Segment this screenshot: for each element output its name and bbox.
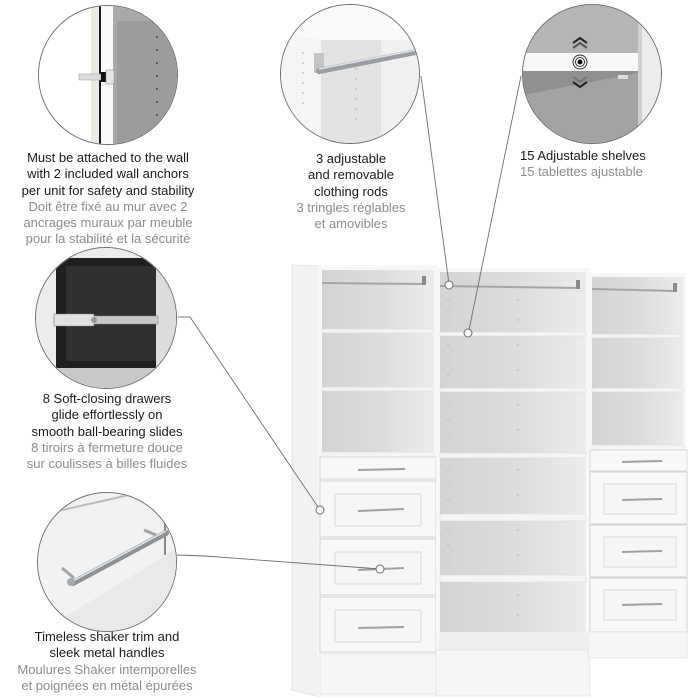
caption-en-line: and removable <box>308 167 394 183</box>
caption-fr-line: ancrages muraux par meuble <box>23 215 193 231</box>
caption-en-line: sleek metal handles <box>49 645 165 661</box>
caption-en-line: per unit for safety and stability <box>21 182 195 198</box>
feature-caption-adjustable-shelves: 15 Adjustable shelves 15 tablettes ajust… <box>520 148 670 181</box>
callout-dot-shelf <box>463 328 473 338</box>
callout-dot-drawer <box>315 505 325 515</box>
caption-fr-line: Doit être fixé au mur avec 2 <box>28 198 188 214</box>
feature-caption-soft-closing-drawers: 8 Soft-closing drawers glide effortlessl… <box>0 391 214 472</box>
caption-en-line: Must be attached to the wall <box>27 150 189 165</box>
caption-en-line: smooth ball-bearing slides <box>31 423 183 439</box>
caption-fr-line: et amovibles <box>314 216 388 232</box>
caption-fr-line: et poignées en métal épurées <box>21 677 193 693</box>
feature-caption-wall-anchor: Must be attached to the wall with 2 incl… <box>0 150 216 248</box>
caption-en-line: Timeless shaker trim and <box>34 629 180 644</box>
callout-dot-handle <box>375 564 385 574</box>
handle-detail-image <box>37 492 177 632</box>
caption-fr-line: pour la stabilité et la sécurité <box>25 231 191 247</box>
caption-en-line: 3 adjustable <box>315 151 387 166</box>
callout-dot-rod <box>444 280 454 290</box>
feature-caption-clothing-rods: 3 adjustable and removable clothing rods… <box>270 151 432 232</box>
clothing-rod-detail-image <box>280 4 420 144</box>
caption-fr-line: 8 tiroirs à fermeture douce <box>31 439 183 455</box>
caption-en-line: with 2 included wall anchors <box>27 166 189 182</box>
caption-en-line: clothing rods <box>314 183 388 199</box>
shelf-adjust-detail-image <box>522 4 662 144</box>
caption-en-line: glide effortlessly on <box>51 407 163 423</box>
caption-en-line: 8 Soft-closing drawers <box>42 391 172 406</box>
caption-en-line: 15 Adjustable shelves <box>520 148 646 163</box>
caption-fr-line: 15 tablettes ajustable <box>520 164 643 180</box>
caption-fr-line: Moulures Shaker intemporelles <box>17 661 197 677</box>
caption-fr-line: 3 tringles réglables <box>296 199 406 215</box>
caption-fr-line: sur coulisses à billes fluides <box>26 456 188 472</box>
feature-caption-shaker-trim: Timeless shaker trim and sleek metal han… <box>0 629 214 694</box>
